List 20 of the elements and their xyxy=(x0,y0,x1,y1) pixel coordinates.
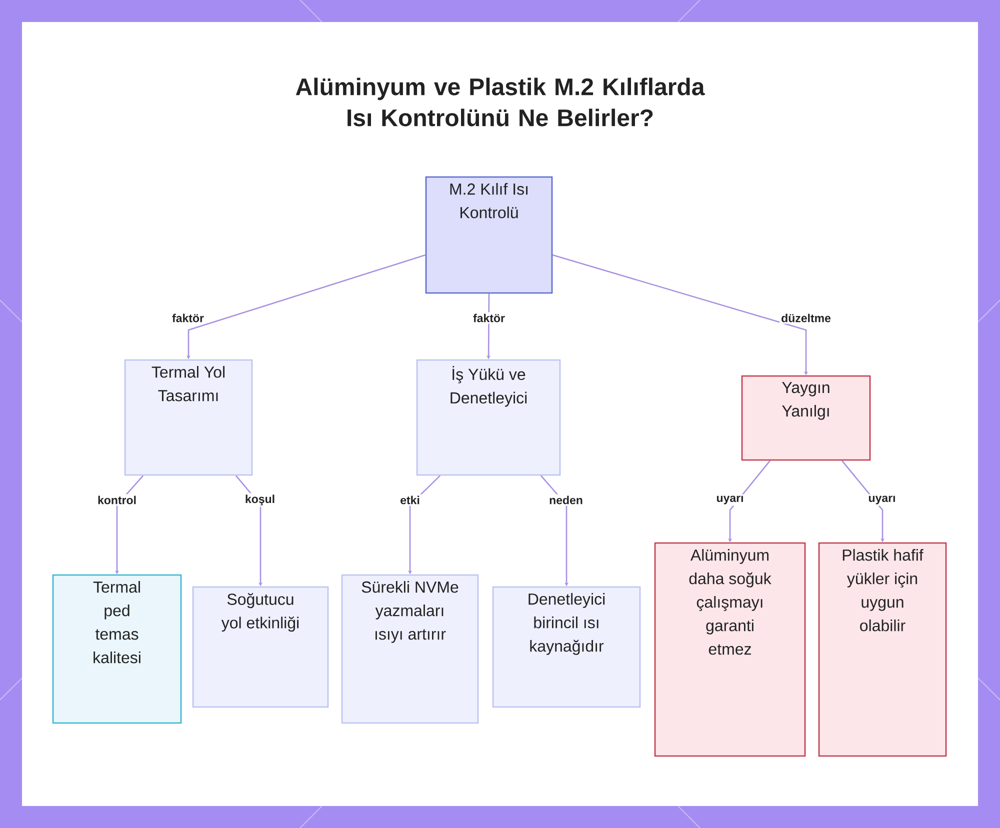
process-box: M.2 Kılıf Isı Kontrolü xyxy=(425,176,553,294)
process-box: Soğutucu yol etkinliği xyxy=(192,586,329,708)
edge-label: neden xyxy=(548,494,584,506)
process-box: Termal Yol Tasarımı xyxy=(124,359,253,476)
edge-label: düzeltme xyxy=(780,312,832,324)
edge-label: koşul xyxy=(243,493,277,507)
title: Alüminyum ve Plastik M.2 Kılıflarda Isı Kontrolünü Ne Belirler? xyxy=(296,78,705,126)
edge-label: uyarı xyxy=(866,494,898,506)
edge-label: kontrol xyxy=(96,494,138,506)
edge-label: faktör xyxy=(170,312,206,324)
process-box: Plastik hafif yükler için uygun olabilir xyxy=(818,542,947,757)
process-box: Yaygın Yanılgı xyxy=(741,375,871,461)
process-box: Denetleyici birincil ısı kaynağıdır xyxy=(492,586,641,708)
process-box: Sürekli NVMe yazmaları ısıyı artırır xyxy=(341,574,479,724)
edge-label: uyarı xyxy=(714,494,746,506)
edge-label: etki xyxy=(398,494,422,506)
edge-label: faktör xyxy=(472,312,506,324)
process-box: İş Yükü ve Denetleyici xyxy=(416,359,561,476)
process-box: Alüminyum daha soğuk çalışmayı garanti etmez xyxy=(654,542,806,757)
process-box: Termal ped temas kalitesi xyxy=(52,574,182,724)
